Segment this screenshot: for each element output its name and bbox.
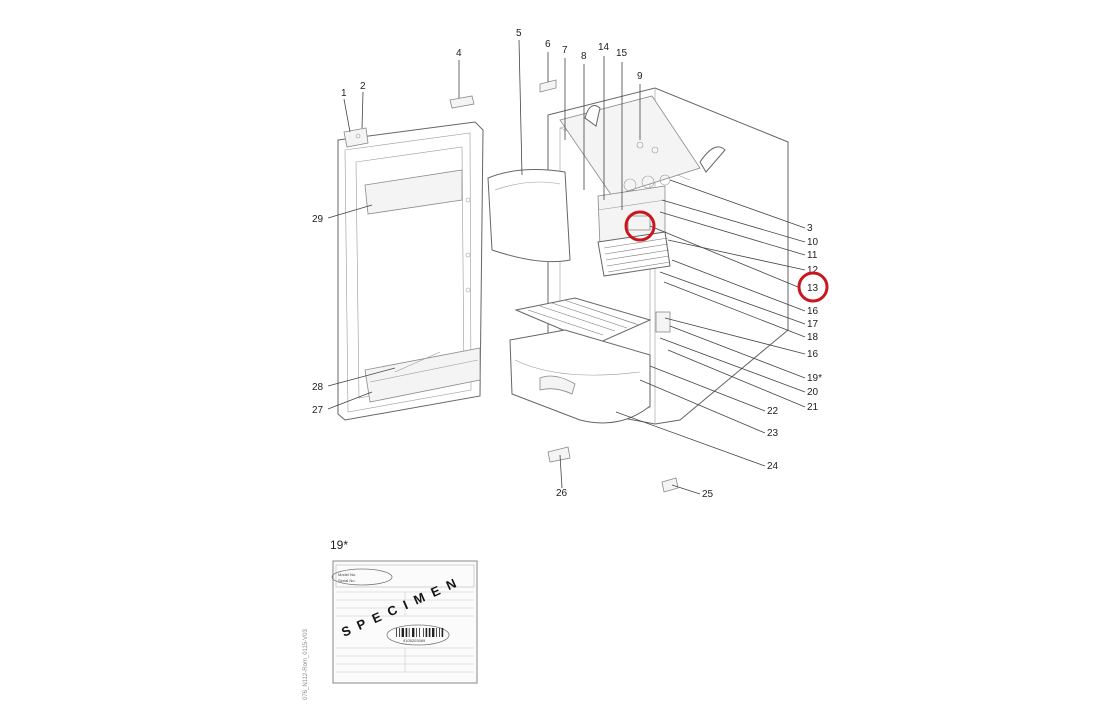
hinge-part bbox=[343, 127, 369, 148]
label-plate: 19* Model No. Serial No. 9105203069 SPEC… bbox=[330, 538, 478, 684]
callout-28: 28 bbox=[312, 382, 324, 393]
barcode-bar bbox=[416, 628, 417, 637]
small-part-26 bbox=[547, 446, 571, 463]
barcode-bar bbox=[436, 628, 437, 637]
callout-25: 25 bbox=[702, 489, 714, 500]
callout-18: 18 bbox=[807, 332, 819, 343]
callout-14: 14 bbox=[598, 42, 610, 53]
callout-1: 1 bbox=[341, 88, 347, 99]
callout-6: 6 bbox=[545, 39, 551, 50]
pin-part bbox=[449, 95, 475, 109]
barcode-bar bbox=[399, 628, 400, 637]
callout-16-upper: 16 bbox=[807, 306, 819, 317]
callout-8: 8 bbox=[581, 51, 587, 62]
callout-29: 29 bbox=[312, 214, 324, 225]
barcode-bar bbox=[419, 628, 420, 637]
barcode-bar bbox=[401, 628, 404, 637]
callout-7: 7 bbox=[562, 45, 568, 56]
callout-20: 20 bbox=[807, 387, 819, 398]
barcode-bar bbox=[439, 628, 440, 637]
callout-27: 27 bbox=[312, 405, 324, 416]
label-plate-title: 19* bbox=[330, 538, 348, 552]
barcode-bar bbox=[441, 628, 444, 637]
barcode-bar bbox=[408, 628, 410, 637]
callout-3: 3 bbox=[807, 223, 813, 234]
barcode-bar bbox=[396, 628, 397, 637]
barcode-bar bbox=[423, 628, 424, 637]
small-hinge-part bbox=[539, 79, 557, 93]
highlight-markers bbox=[624, 210, 829, 303]
callout-10: 10 bbox=[807, 237, 819, 248]
label-serial-no: Serial No. bbox=[338, 578, 356, 583]
leader-lines bbox=[327, 39, 806, 495]
drawing-code: 076_N112-Rom_0115-V03 bbox=[303, 629, 309, 700]
callout-9: 9 bbox=[637, 71, 643, 82]
callout-13: 13 bbox=[807, 283, 819, 294]
callout-17: 17 bbox=[807, 319, 819, 330]
barcode-bar bbox=[412, 628, 415, 637]
callout-22: 22 bbox=[767, 406, 779, 417]
barcode: 9105203069 bbox=[386, 624, 450, 646]
small-part-25 bbox=[661, 477, 679, 493]
callout-11: 11 bbox=[807, 250, 818, 261]
callout-2: 2 bbox=[360, 81, 366, 92]
label-model-no: Model No. bbox=[338, 572, 356, 577]
barcode-bar bbox=[428, 628, 431, 637]
callout-24: 24 bbox=[767, 461, 779, 472]
callout-5: 5 bbox=[516, 28, 522, 39]
callout-16-lower: 16 bbox=[807, 349, 819, 360]
callout-26: 26 bbox=[556, 488, 568, 499]
callout-4: 4 bbox=[456, 48, 462, 59]
callout-21: 21 bbox=[807, 402, 819, 413]
callout-19: 19* bbox=[807, 373, 822, 384]
barcode-bar bbox=[405, 628, 408, 637]
highlight-circle-part bbox=[624, 210, 656, 242]
barcode-number: 9105203069 bbox=[403, 638, 426, 643]
barcode-bar bbox=[425, 628, 428, 637]
crisper-drawer-part bbox=[509, 329, 651, 424]
callout-23: 23 bbox=[767, 428, 779, 439]
barcode-bar bbox=[432, 628, 435, 637]
highlight-circle-callout-13 bbox=[797, 271, 829, 303]
callout-labels: 1 2 3 4 5 6 7 8 9 10 11 12 13 14 15 16 1… bbox=[312, 28, 822, 500]
callout-12: 12 bbox=[807, 265, 819, 276]
door-assembly bbox=[337, 121, 484, 421]
freezer-door-part bbox=[487, 169, 571, 263]
callout-15: 15 bbox=[616, 48, 628, 59]
